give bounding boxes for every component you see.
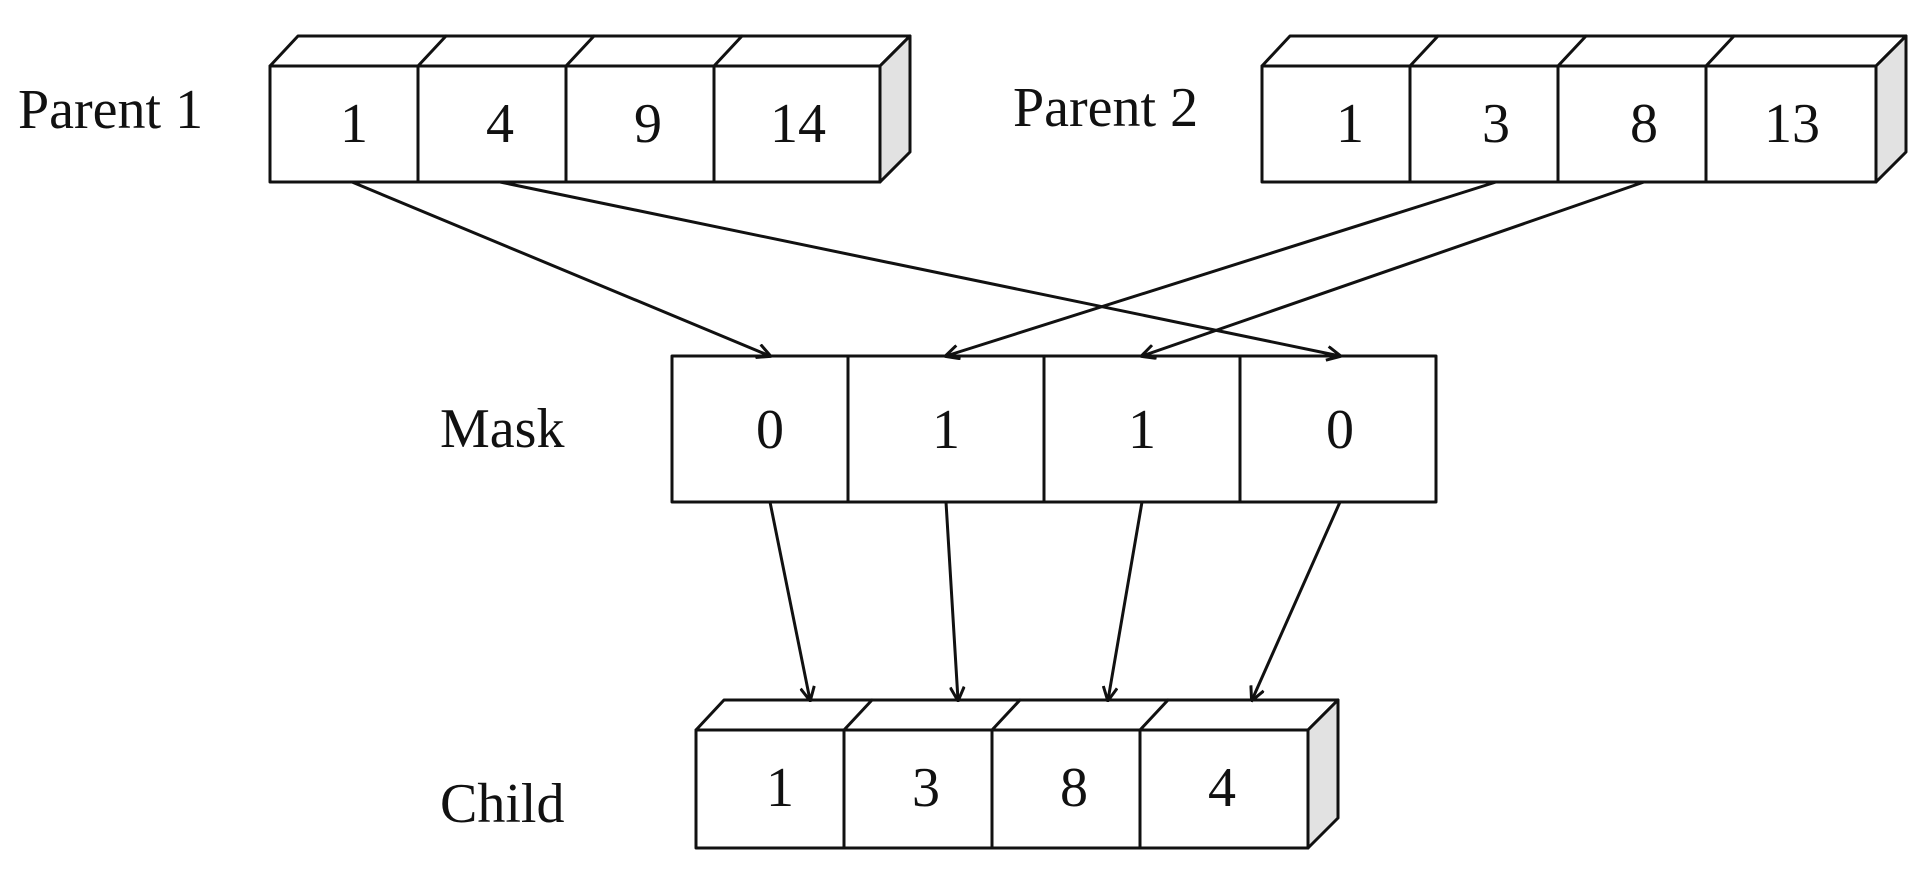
- parent1-cell-3-value: 14: [770, 93, 826, 155]
- child-cell-2: [990, 728, 1142, 850]
- mask-cell-3: [1238, 354, 1438, 504]
- child-cell-0-value: 1: [766, 757, 794, 819]
- parent2-cell-2: [1556, 64, 1708, 184]
- parent2-array: 1 3 8 13: [1260, 34, 1908, 184]
- parent2-cell-2-value: 8: [1630, 93, 1658, 155]
- parent1-cell-2-value: 9: [634, 93, 662, 155]
- child-cell-0: [694, 728, 846, 850]
- mask-label: Mask: [440, 398, 564, 460]
- parent2-top-face: [1260, 34, 1908, 68]
- mask-cell-0-value: 0: [756, 399, 784, 461]
- mask-cell-1-value: 1: [932, 399, 960, 461]
- parent2-cell-3-value: 13: [1764, 93, 1820, 155]
- arrow-parent2-cell1-to-mask1: [946, 180, 1498, 356]
- child-cell-1: [842, 728, 994, 850]
- arrow-mask3-to-child3: [1252, 500, 1342, 700]
- parent1-label: Parent 1: [18, 79, 203, 141]
- parent2-cell-1: [1408, 64, 1560, 184]
- child-label: Child: [440, 773, 564, 835]
- mask-array: 0 1 1 0: [670, 354, 1438, 504]
- mask-cell-2-value: 1: [1128, 399, 1156, 461]
- parent1-cell-2: [564, 64, 716, 184]
- child-cell-1-value: 3: [912, 757, 940, 819]
- parent1-cell-0: [268, 64, 420, 184]
- parent1-array: 1 4 9 14: [268, 34, 912, 184]
- parent1-cell-0-value: 1: [340, 93, 368, 155]
- arrow-parent1-cell0-to-mask0: [350, 180, 770, 356]
- child-array: 1 3 8 4: [694, 698, 1340, 850]
- parent2-cell-0-value: 1: [1336, 93, 1364, 155]
- arrow-mask1-to-child1: [944, 500, 958, 700]
- arrow-parent1-cell1-to-mask3: [498, 180, 1340, 356]
- arrow-parent2-cell2-to-mask2: [1142, 180, 1646, 356]
- parent2-label: Parent 2: [1013, 77, 1198, 139]
- arrow-mask2-to-child2: [1108, 500, 1144, 700]
- parent2-cell-1-value: 3: [1482, 93, 1510, 155]
- child-cell-3: [1138, 728, 1310, 850]
- parent2-cell-3: [1704, 64, 1878, 184]
- child-cell-2-value: 8: [1060, 757, 1088, 819]
- mask-cell-1: [846, 354, 1046, 504]
- parent1-cell-1: [416, 64, 568, 184]
- parent1-cell-1-value: 4: [486, 93, 514, 155]
- mask-cell-3-value: 0: [1326, 399, 1354, 461]
- child-cell-3-value: 4: [1208, 757, 1236, 819]
- parent1-cell-3: [712, 64, 882, 184]
- mask-cell-2: [1042, 354, 1242, 504]
- arrow-mask0-to-child0: [768, 500, 810, 700]
